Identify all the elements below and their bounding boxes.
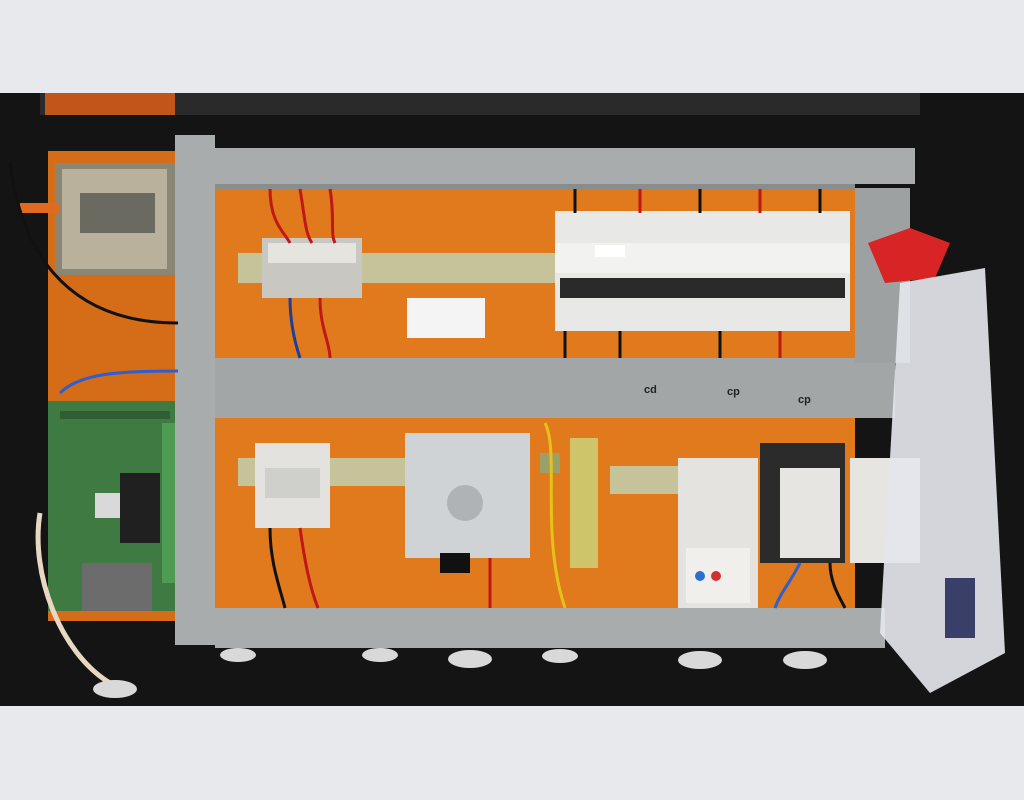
label-plate	[407, 298, 485, 338]
earth-terminal-bar	[540, 438, 598, 568]
annotation-cd: cd	[644, 384, 657, 396]
transformer	[20, 163, 175, 275]
instruction-bag	[880, 268, 1005, 693]
annotation-cp-2: cp	[798, 394, 811, 406]
annotation-cp-1: cp	[727, 386, 740, 398]
disconnect-handle	[868, 228, 950, 283]
cable-glands	[93, 648, 827, 698]
electrical-panel-photo: cd cp cp	[0, 93, 1024, 706]
contactor-left	[255, 443, 330, 528]
circuit-breaker-row	[555, 211, 850, 331]
isolator-switch	[405, 433, 530, 573]
wiring	[8, 162, 847, 686]
control-circuit-board	[48, 401, 178, 611]
terminal-block	[262, 238, 362, 298]
